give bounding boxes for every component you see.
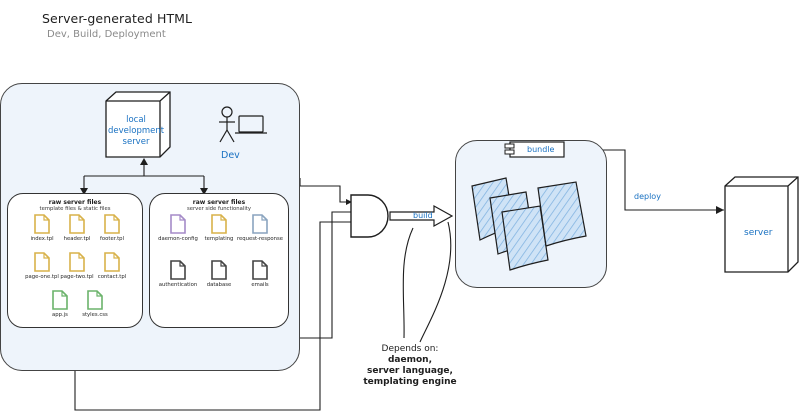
file-header-tpl: header.tpl [51, 214, 103, 242]
local-server-box [105, 91, 171, 158]
file-icon [211, 260, 227, 280]
build-label: build [413, 211, 433, 220]
server-functionality-title: raw server files [192, 199, 246, 206]
diagram-title: Server-generated HTML [42, 11, 193, 26]
file-page-one-tpl: page-one.tpl [16, 252, 68, 280]
server-label: server [744, 228, 773, 238]
file-styles-css: styles.css [69, 290, 121, 318]
file-icon [34, 252, 50, 272]
file-contact-tpl: contact.tpl [86, 252, 138, 280]
build-and-gate [350, 194, 389, 238]
file-icon [252, 214, 268, 234]
file-icon [104, 252, 120, 272]
file-daemon-config: daemon-config [152, 214, 204, 242]
local-server-label: local development server [108, 115, 165, 147]
diagram-subtitle: Dev, Build, Deployment [47, 29, 166, 40]
file-icon [69, 252, 85, 272]
deploy-label: deploy [634, 192, 661, 201]
file-icon [52, 290, 68, 310]
template-files-subtitle: template files & static files [39, 206, 111, 212]
dependencies-note: Depends on: daemon, server language, tem… [363, 344, 457, 387]
file-icon [170, 214, 186, 234]
file-request-response: request-response [234, 214, 286, 242]
bundle-label: bundle [527, 145, 555, 154]
file-page-two-tpl: page-two.tpl [51, 252, 103, 280]
file-icon [211, 214, 227, 234]
file-icon [34, 214, 50, 234]
file-authentication: authentication [152, 260, 204, 288]
file-icon [104, 214, 120, 234]
server-box [724, 176, 799, 273]
developer-icon [219, 106, 267, 143]
file-icon [252, 260, 268, 280]
file-footer-tpl: footer.tpl [86, 214, 138, 242]
file-database: database [193, 260, 245, 288]
build-arrow [389, 204, 454, 228]
server-functionality-subtitle: server side functionality [186, 206, 252, 212]
file-app-js: app.js [34, 290, 86, 318]
dev-fork-arrows [80, 158, 208, 195]
file-icon [69, 214, 85, 234]
bundle-component-icon [504, 141, 565, 158]
file-emails: emails [234, 260, 286, 288]
file-icon [87, 290, 103, 310]
file-templating: templating [193, 214, 245, 242]
file-index-tpl: index.tpl [16, 214, 68, 242]
template-files-title: raw server files [48, 199, 102, 206]
dev-label: Dev [221, 150, 240, 161]
bundled-documents-icon [471, 177, 587, 271]
file-icon [170, 260, 186, 280]
